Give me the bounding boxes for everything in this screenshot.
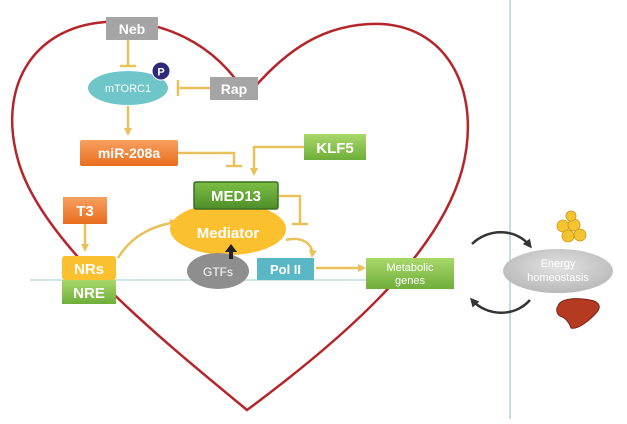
klf5-label: KLF5 bbox=[316, 140, 354, 157]
med13-label: MED13 bbox=[211, 188, 261, 205]
t3-box bbox=[63, 197, 107, 224]
pol2-box bbox=[257, 258, 314, 280]
t3-label: T3 bbox=[76, 203, 94, 220]
gtfs-ellipse bbox=[187, 253, 249, 289]
rap-label: Rap bbox=[221, 81, 247, 97]
mir208a-box bbox=[80, 140, 178, 166]
metabolic-genes-box bbox=[366, 258, 454, 289]
pol2-label: Pol II bbox=[270, 262, 301, 277]
nrs-box bbox=[62, 256, 116, 280]
energy-line1: Energy bbox=[541, 258, 576, 270]
klf5-to-med13 bbox=[250, 145, 304, 176]
med13-inhibits-pol bbox=[279, 194, 302, 224]
cycle-arrow-top bbox=[471, 231, 532, 249]
fat-droplets-icon bbox=[556, 210, 587, 243]
neb-label: Neb bbox=[119, 21, 145, 37]
phospho-badge bbox=[151, 61, 171, 81]
cycle-arrow-bottom bbox=[470, 297, 531, 314]
mir208a-inhibits-med13 bbox=[178, 151, 236, 166]
mediator-ellipse bbox=[170, 203, 286, 255]
mtorc1-ellipse bbox=[88, 71, 168, 105]
klf5-box bbox=[304, 134, 366, 160]
nre-box bbox=[62, 280, 116, 304]
nrs-to-mediator-arrow bbox=[116, 218, 178, 259]
neb-box bbox=[106, 17, 158, 40]
energy-line2: homeostasis bbox=[527, 272, 589, 284]
nre-label: NRE bbox=[73, 285, 105, 302]
liver-icon bbox=[556, 298, 600, 329]
mtorc1-label: mTORC1 bbox=[105, 83, 151, 95]
nrs-label: NRs bbox=[74, 261, 104, 278]
energy-homeostasis-ellipse bbox=[503, 249, 613, 293]
rap-box bbox=[210, 77, 258, 100]
mediator-to-pol-arrow bbox=[285, 237, 317, 258]
metabolic-line1: Metabolic bbox=[386, 262, 434, 274]
gtfs-up-arrow bbox=[225, 244, 237, 259]
metabolic-line2: genes bbox=[395, 275, 425, 287]
phospho-label: P bbox=[157, 67, 164, 79]
mediator-label: Mediator bbox=[197, 225, 260, 242]
gtfs-label: GTFs bbox=[203, 265, 233, 279]
mir208a-label: miR-208a bbox=[98, 145, 160, 161]
med13-box bbox=[193, 181, 279, 210]
